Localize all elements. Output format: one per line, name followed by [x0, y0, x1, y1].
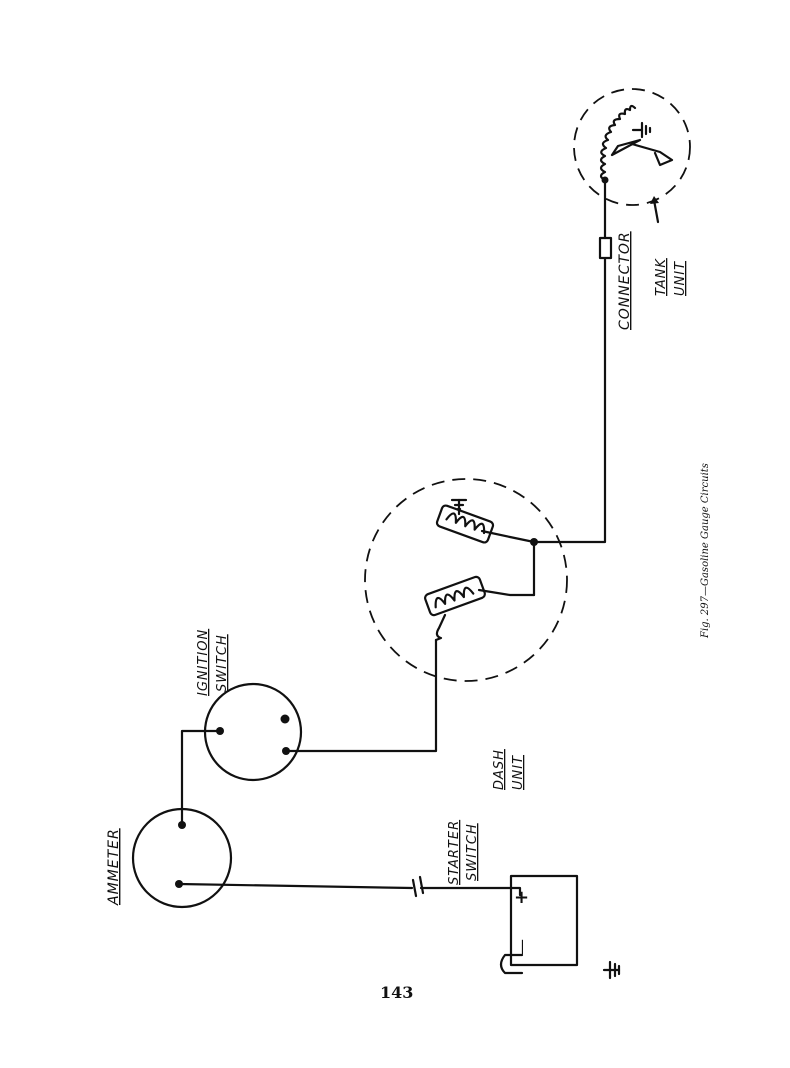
tank-wiper-arm — [610, 138, 642, 157]
starter-switch — [411, 875, 522, 898]
dash-unit — [364, 478, 568, 682]
tank-terminal — [601, 176, 609, 184]
battery-plus: + — [514, 887, 529, 908]
starter-contact-b — [418, 875, 425, 895]
wire-ammeter-to-ignition — [180, 729, 222, 827]
tank-pointer-arrow — [652, 198, 660, 224]
tank-ground-icon — [631, 121, 652, 139]
dash-label-line1: DASH — [492, 749, 507, 790]
battery: + — — [499, 874, 579, 975]
figure-caption: Fig. 297—Gasoline Gauge Circuits — [700, 463, 711, 638]
page-number: 143 — [380, 983, 414, 1002]
tank-label-line2: UNIT — [673, 261, 688, 296]
tank-label-line1: TANK — [654, 258, 669, 296]
dash-label-line2: UNIT — [511, 755, 526, 790]
ground-icon — [602, 960, 621, 980]
tank-unit — [573, 88, 691, 224]
tank-float-arm — [630, 142, 674, 167]
ammeter-label: AMMETER — [106, 828, 122, 906]
tank-arrow-head — [650, 196, 659, 204]
dash-ground-icon — [450, 498, 468, 516]
dash-unit-outline — [364, 478, 568, 682]
battery-minus: — — [512, 939, 531, 955]
starter-label-line1: STARTER — [447, 820, 462, 885]
connector-icon — [598, 236, 613, 260]
tank-resistor-coil — [599, 104, 637, 182]
wire-ammeter-to-starter — [177, 882, 414, 890]
starter-label-line2: SWITCH — [465, 823, 480, 881]
ignition-terminal-top-right — [280, 714, 290, 724]
dash-coil-lower — [424, 575, 536, 642]
tank-unit-outline — [573, 88, 691, 206]
battery-body — [509, 874, 579, 967]
starter-lead — [419, 886, 522, 897]
ignition-label-line1: IGNITION — [196, 629, 211, 696]
wire-ignition-to-dash — [284, 638, 438, 753]
connector-label: CONNECTOR — [617, 231, 633, 330]
wire-dash-to-tank — [532, 256, 607, 544]
starter-contact-a — [411, 878, 418, 898]
battery-ground-strap — [499, 953, 524, 975]
ignition-label-line2: SWITCH — [215, 634, 230, 692]
dash-coil-upper — [435, 504, 536, 544]
